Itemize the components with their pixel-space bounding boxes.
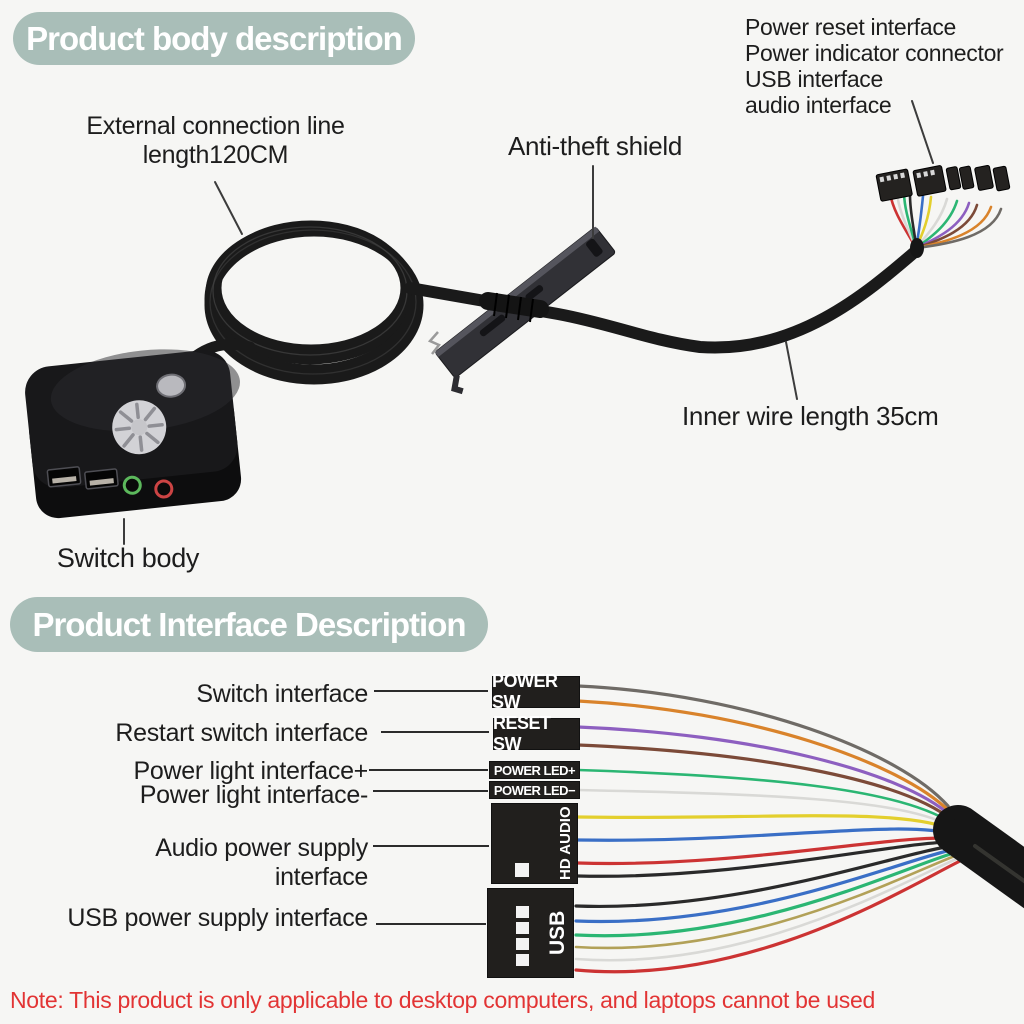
usb-pin-key-3 [516, 938, 529, 950]
connector-power-led-minus: POWER LED− [489, 781, 580, 799]
connector-usb-label: USB [546, 910, 569, 956]
section-header-interface: Product Interface Description [10, 597, 488, 652]
connector-usb: USB [487, 888, 574, 978]
leader-line-usb [376, 923, 486, 925]
row-label-audio-power-supply: Audio power supply interface [155, 834, 368, 891]
switch-body-device [25, 349, 242, 519]
external-line-label-line2: length120CM [142, 141, 289, 169]
top-right-interface-labels: Power reset interface Power indicator co… [745, 14, 1004, 118]
top-right-label-3: USB interface [745, 66, 883, 92]
led-header-2 [958, 165, 975, 190]
usb-pin-key-4 [516, 954, 529, 966]
external-line-label-line1: External connection line [86, 112, 345, 140]
sheath-mouth [910, 238, 924, 258]
bottom-cable-end [933, 805, 1024, 909]
anti-theft-label: Anti-theft shield [507, 131, 683, 161]
leader-line-power-sw [374, 690, 488, 692]
usb-header [875, 168, 913, 202]
small-button [156, 373, 187, 398]
front-panel-connectors [875, 165, 1011, 202]
usb-pin-key-2 [516, 922, 529, 934]
connector-hd-audio-label: HD AUDIO [557, 806, 574, 881]
row-label-restart-switch-interface: Restart switch interface [115, 719, 368, 747]
leader-line-hd-audio [373, 845, 489, 847]
row-label-switch-interface: Switch interface [196, 680, 368, 708]
switch-body-label: Switch body [56, 543, 200, 573]
row-label-power-light-plus: Power light interface+ [133, 757, 368, 785]
anti-theft-shield-bracket [434, 226, 616, 395]
external-line-label: External connection line length120CM [58, 112, 373, 170]
led-header-1 [945, 166, 962, 191]
leader-inner-wire [785, 341, 798, 400]
big-switch-button [112, 400, 167, 455]
section-header-body: Product body description [13, 12, 415, 65]
top-fan-wires [888, 191, 1003, 250]
top-right-label-4: audio interface [745, 92, 892, 118]
connector-power-led-plus: POWER LED+ [489, 761, 580, 779]
cable-coil [204, 220, 424, 385]
usb-port-2 [84, 468, 119, 490]
usb-pin-key-1 [516, 906, 529, 918]
compatibility-note: Note: This product is only applicable to… [10, 987, 875, 1013]
power-header [992, 165, 1011, 192]
row-label-power-light-minus: Power light interface- [139, 781, 369, 809]
cable-strain-relief [479, 292, 549, 323]
leader-line-led-minus [373, 790, 488, 792]
connector-hd-audio: HD AUDIO [491, 803, 578, 884]
leader-line-reset-sw [381, 731, 489, 733]
reset-header [974, 165, 994, 191]
hd-audio-header [912, 165, 947, 197]
device-cable [172, 338, 256, 378]
connector-reset-sw: RESET SW [493, 713, 580, 754]
row-label-usb-power-supply: USB power supply interface [67, 904, 368, 932]
bracket-hook [427, 331, 441, 355]
inner-cable [404, 244, 923, 354]
leader-line-led-plus [369, 769, 488, 771]
usb-port-1 [46, 466, 82, 488]
inner-wire-label: Inner wire length 35cm [682, 401, 939, 431]
bottom-fan-wires [574, 684, 964, 974]
top-right-label-2: Power indicator connector [745, 40, 1004, 66]
top-right-label-1: Power reset interface [745, 14, 957, 40]
connector-power-sw: POWER SW [492, 671, 580, 712]
audio-jack-green [122, 475, 142, 495]
leader-external-line [214, 181, 243, 235]
hd-audio-pin-key [515, 863, 529, 877]
audio-jack-red [154, 479, 174, 499]
